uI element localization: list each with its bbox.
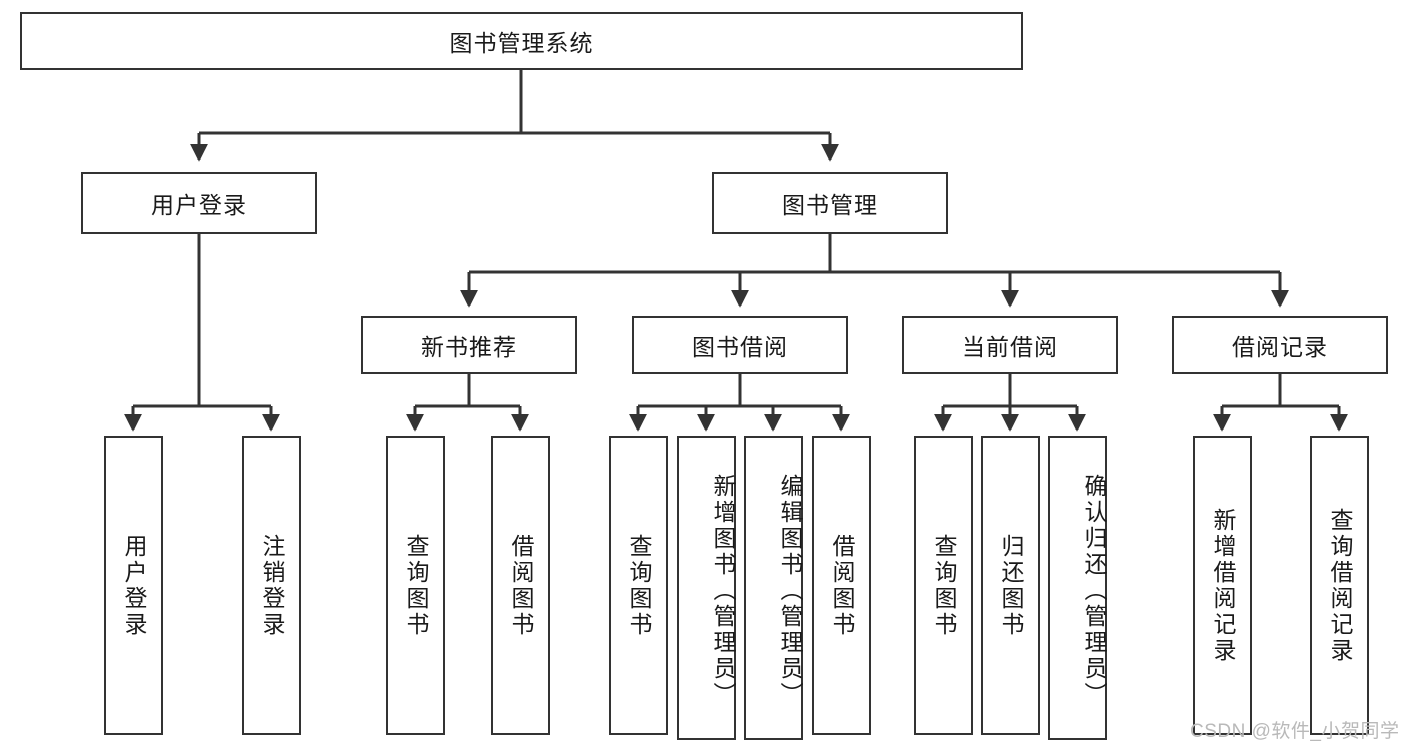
node-label: 借阅图书 <box>829 533 855 638</box>
node-label: 新增借阅记录 <box>1210 507 1236 664</box>
leaf-edit-book-admin[interactable]: 编辑图书（管理员） <box>744 436 803 740</box>
node-label: 查询图书 <box>931 533 957 638</box>
leaf-add-borrow-record[interactable]: 新增借阅记录 <box>1193 436 1252 735</box>
node-book-borrow[interactable]: 图书借阅 <box>632 316 848 374</box>
leaf-query-book-current[interactable]: 查询图书 <box>914 436 973 735</box>
node-label: 归还图书 <box>998 533 1024 638</box>
node-user-login[interactable]: 用户登录 <box>81 172 317 234</box>
node-root-system[interactable]: 图书管理系统 <box>20 12 1023 70</box>
node-label: 图书管理 <box>782 192 878 218</box>
node-label: 用户登录 <box>151 192 247 218</box>
csdn-watermark: CSDN @软件_小贺同学 <box>1190 721 1400 742</box>
leaf-borrow-book-rec[interactable]: 借阅图书 <box>491 436 550 735</box>
node-label: 注销登录 <box>259 533 285 638</box>
node-current-borrow[interactable]: 当前借阅 <box>902 316 1118 374</box>
leaf-query-borrow-record[interactable]: 查询借阅记录 <box>1310 436 1369 735</box>
leaf-return-book[interactable]: 归还图书 <box>981 436 1040 735</box>
leaf-query-book-rec[interactable]: 查询图书 <box>386 436 445 735</box>
leaf-add-book-admin[interactable]: 新增图书（管理员） <box>677 436 736 740</box>
node-label: 图书借阅 <box>692 334 788 360</box>
node-label: 用户登录 <box>121 533 147 638</box>
leaf-user-login[interactable]: 用户登录 <box>104 436 163 735</box>
node-label: 当前借阅 <box>962 334 1058 360</box>
node-borrow-record[interactable]: 借阅记录 <box>1172 316 1388 374</box>
leaf-query-book-borrow[interactable]: 查询图书 <box>609 436 668 735</box>
node-label: 新增图书（管理员） <box>710 474 736 708</box>
node-label: 查询图书 <box>626 533 652 638</box>
leaf-logout[interactable]: 注销登录 <box>242 436 301 735</box>
leaf-confirm-return-admin[interactable]: 确认归还（管理员） <box>1048 436 1107 740</box>
node-label: 确认归还（管理员） <box>1081 474 1107 708</box>
node-new-book-recommend[interactable]: 新书推荐 <box>361 316 577 374</box>
node-label: 查询图书 <box>403 533 429 638</box>
leaf-borrow-book[interactable]: 借阅图书 <box>812 436 871 735</box>
node-label: 图书管理系统 <box>449 30 594 56</box>
node-book-management[interactable]: 图书管理 <box>712 172 948 234</box>
node-label: 编辑图书（管理员） <box>777 474 803 708</box>
node-label: 查询借阅记录 <box>1327 507 1353 664</box>
node-label: 借阅图书 <box>508 533 534 638</box>
node-label: 新书推荐 <box>421 334 517 360</box>
node-label: 借阅记录 <box>1232 334 1328 360</box>
